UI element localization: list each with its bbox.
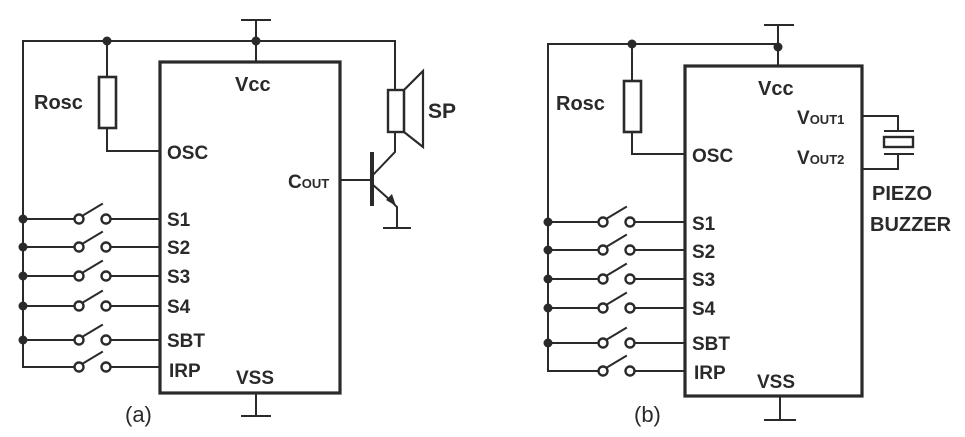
pin-label-osc-a: OSC xyxy=(167,143,208,164)
switch-irp xyxy=(22,350,161,373)
pin-label-sbt-b: SBT xyxy=(692,334,730,355)
pin-label-s2-a: S2 xyxy=(167,238,190,259)
circuit-b: Rosc Vcc VSS OSC S1 S2 S3 S4 SBT IRP VOU… xyxy=(547,24,952,427)
switch-s1 xyxy=(543,205,686,228)
switch-irp xyxy=(547,354,686,377)
resistor-rosc-a xyxy=(97,75,118,130)
switch-s4 xyxy=(18,289,161,312)
pin-label-s4-a: S4 xyxy=(167,297,191,318)
osc-wire-b xyxy=(631,131,686,155)
pin-label-vss-b: VSS xyxy=(757,372,795,393)
caption-a: (a) xyxy=(125,402,152,427)
switch-s3 xyxy=(543,262,686,285)
caption-b: (b) xyxy=(634,402,661,427)
switch-s2 xyxy=(18,230,161,253)
speaker-label-sp: SP xyxy=(428,100,456,123)
switch-s1 xyxy=(18,202,161,225)
osc-wire-a xyxy=(106,127,161,152)
pin-label-s3-a: S3 xyxy=(167,267,190,288)
ic-chip-a xyxy=(158,60,342,395)
ic-chip-b xyxy=(683,64,864,398)
pin-label-vcc-a: Vcc xyxy=(235,74,271,96)
speaker-icon xyxy=(386,68,425,150)
switch-bank-b xyxy=(543,205,686,377)
junction-dot xyxy=(773,42,783,52)
junction-dot xyxy=(251,36,261,46)
resistor-label-a: Rosc xyxy=(34,92,83,114)
top-rail-b xyxy=(547,43,779,223)
pin-label-irp-b: IRP xyxy=(694,363,726,384)
switch-s2 xyxy=(543,233,686,256)
resistor-label-b: Rosc xyxy=(556,93,605,115)
buzzer-label-line1: PIEZO xyxy=(872,183,932,205)
pin-label-vout1-b: VOUT1 xyxy=(797,108,844,129)
switch-sbt xyxy=(18,323,161,346)
pin-label-osc-b: OSC xyxy=(692,146,733,167)
pin-label-vcc-b: Vcc xyxy=(758,78,794,100)
pin-label-s3-b: S3 xyxy=(692,270,715,291)
resistor-rosc-b xyxy=(622,79,643,134)
switch-bank-a xyxy=(18,202,161,373)
switch-s3 xyxy=(18,259,161,282)
npn-transistor-icon xyxy=(339,131,411,229)
switch-sbt xyxy=(543,326,686,349)
pin-label-vss-a: VSS xyxy=(236,368,274,389)
top-rail-a xyxy=(22,40,396,220)
pin-label-s1-b: S1 xyxy=(692,214,716,235)
piezo-buzzer-icon xyxy=(861,115,915,170)
pin-label-s4-b: S4 xyxy=(692,299,716,320)
pin-label-cout-a: COUT xyxy=(288,172,329,193)
circuit-a: Rosc Vcc VSS OSC S1 S2 S3 S4 SBT IRP COU… xyxy=(22,19,456,427)
pin-label-s2-b: S2 xyxy=(692,242,715,263)
pin-label-vout2-b: VOUT2 xyxy=(797,148,844,169)
buzzer-label-line2: BUZZER xyxy=(870,214,952,236)
switch-s4 xyxy=(543,291,686,314)
pin-label-irp-a: IRP xyxy=(169,361,201,382)
pin-label-sbt-a: SBT xyxy=(167,331,205,352)
pin-label-s1-a: S1 xyxy=(167,210,191,231)
